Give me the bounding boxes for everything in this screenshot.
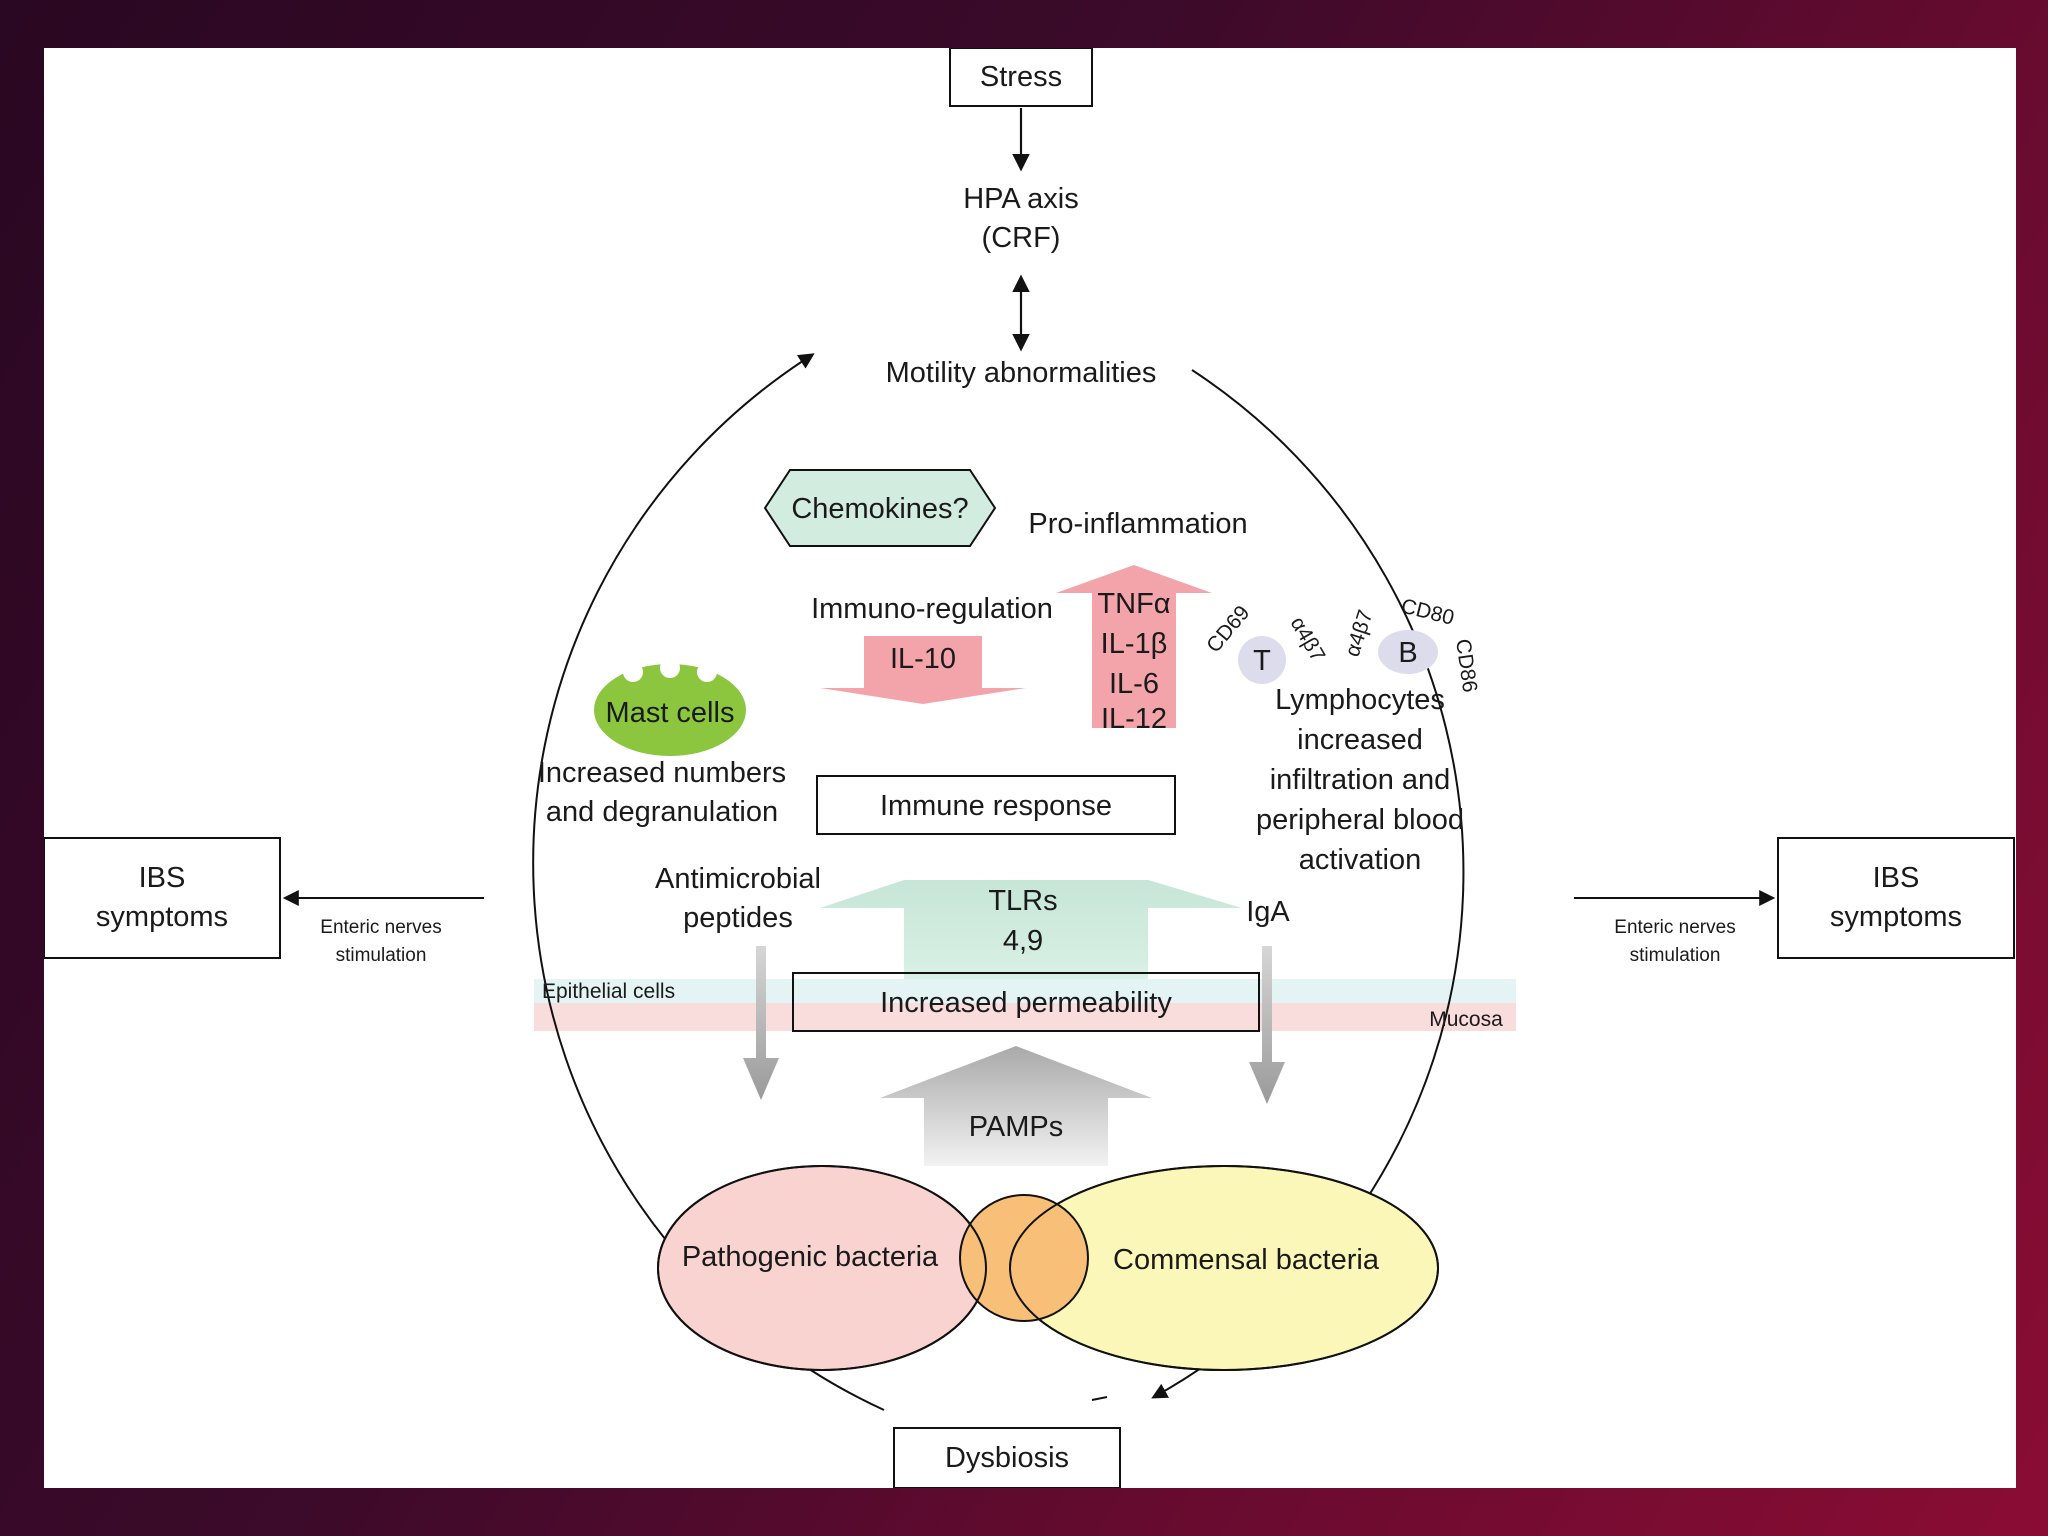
increased-permeability-label: Increased permeability <box>880 987 1172 1019</box>
enteric-left-line-2: stimulation <box>336 945 427 966</box>
pathogenic-bacteria-label: Pathogenic bacteria <box>682 1241 939 1273</box>
lymphocytes-line-1: Lymphocytes <box>1275 684 1445 716</box>
cytokine-il1b: IL-1β <box>1101 628 1168 660</box>
iga-down-arrow <box>1249 946 1285 1104</box>
ibs-symptoms-left-box <box>44 837 281 959</box>
ibs-symptoms-right-box <box>1777 837 2015 959</box>
chemokines-hexagon <box>763 469 997 547</box>
mast-cells-label: Mast cells <box>606 697 735 729</box>
lymphocytes-line-4: peripheral blood <box>1256 804 1464 836</box>
stress-label: Stress <box>980 61 1062 93</box>
epithelial-band <box>534 979 1516 1003</box>
mast-granule <box>660 658 680 678</box>
pro-inflammatory-up-arrow <box>1056 565 1212 728</box>
b-marker-a4b7: α4β7 <box>1341 607 1378 659</box>
ibs-right-line-1: IBS <box>1873 862 1920 894</box>
enteric-right-line-2: stimulation <box>1630 945 1721 966</box>
hpa-axis-label: HPA axis <box>963 183 1079 215</box>
tlrs-numbers: 4,9 <box>1003 925 1043 957</box>
ibs-left-line-1: IBS <box>139 862 186 894</box>
pathogenic-bacteria-outline <box>657 1165 987 1371</box>
enteric-right-line-1: Enteric nerves <box>1614 917 1735 938</box>
pamps-up-arrow <box>880 1046 1152 1166</box>
mucosa-label: Mucosa <box>1429 1008 1503 1031</box>
t-cell-label: T <box>1253 645 1271 677</box>
b-cell <box>1378 630 1438 674</box>
mast-desc-line-1: Increased numbers <box>538 757 786 789</box>
cytokine-il6: IL-6 <box>1109 668 1159 700</box>
motility-abnormalities-label: Motility abnormalities <box>886 357 1157 389</box>
epithelial-cells-label: Epithelial cells <box>542 980 675 1003</box>
dysbiosis-label: Dysbiosis <box>945 1442 1069 1474</box>
dysbiosis-connector <box>1091 1396 1108 1401</box>
immuno-regulation-label: Immuno-regulation <box>811 593 1053 625</box>
stress-box <box>949 48 1093 107</box>
dysbiosis-box <box>893 1427 1121 1488</box>
slide: Stress HPA axis (CRF) Motility abnormali… <box>44 48 2016 1488</box>
mast-desc-line-2: and degranulation <box>546 796 778 828</box>
antimicrobial-line-1: Antimicrobial <box>655 863 821 895</box>
pro-inflammation-label: Pro-inflammation <box>1028 508 1247 540</box>
iga-label: IgA <box>1246 896 1290 928</box>
ibs-pathophysiology-diagram: Stress HPA axis (CRF) Motility abnormali… <box>44 48 2015 1488</box>
b-marker-cd80: CD80 <box>1399 595 1457 630</box>
chemokines-label: Chemokines? <box>791 493 968 525</box>
t-marker-a4b7: α4β7 <box>1286 613 1330 666</box>
hpa-crf-label: (CRF) <box>982 222 1061 254</box>
increased-permeability-box <box>792 972 1260 1032</box>
immune-response-box <box>816 775 1176 835</box>
cytokine-il12: IL-12 <box>1101 703 1167 735</box>
lymphocytes-line-2: increased <box>1297 724 1423 756</box>
b-cell-label: B <box>1398 637 1417 669</box>
cytokine-tnfa: TNFα <box>1097 588 1170 620</box>
lymphocytes-line-5: activation <box>1299 844 1422 876</box>
t-cell <box>1238 636 1286 684</box>
tlrs-label: TLRs <box>988 885 1057 917</box>
tlr-up-arrow <box>820 880 1242 979</box>
mucosa-band <box>534 1003 1516 1031</box>
mast-granule <box>623 662 643 682</box>
ibs-right-line-2: symptoms <box>1830 901 1962 933</box>
commensal-bacteria-label: Commensal bacteria <box>1113 1244 1380 1276</box>
immune-response-label: Immune response <box>880 790 1112 822</box>
il10-label: IL-10 <box>890 643 956 675</box>
commensal-bacteria-outline <box>1009 1165 1439 1371</box>
pamps-label: PAMPs <box>969 1111 1064 1143</box>
b-marker-cd86: CD86 <box>1451 637 1481 693</box>
mast-granule <box>697 662 717 682</box>
antimicrobial-down-arrow <box>743 946 779 1100</box>
enteric-left-line-1: Enteric nerves <box>320 917 441 938</box>
il10-down-arrow <box>820 636 1026 704</box>
lymphocytes-line-3: infiltration and <box>1270 764 1451 796</box>
ibs-left-line-2: symptoms <box>96 901 228 933</box>
mast-cell <box>594 664 746 756</box>
bacteria-overlap <box>959 1194 1089 1322</box>
antimicrobial-line-2: peptides <box>683 902 793 934</box>
